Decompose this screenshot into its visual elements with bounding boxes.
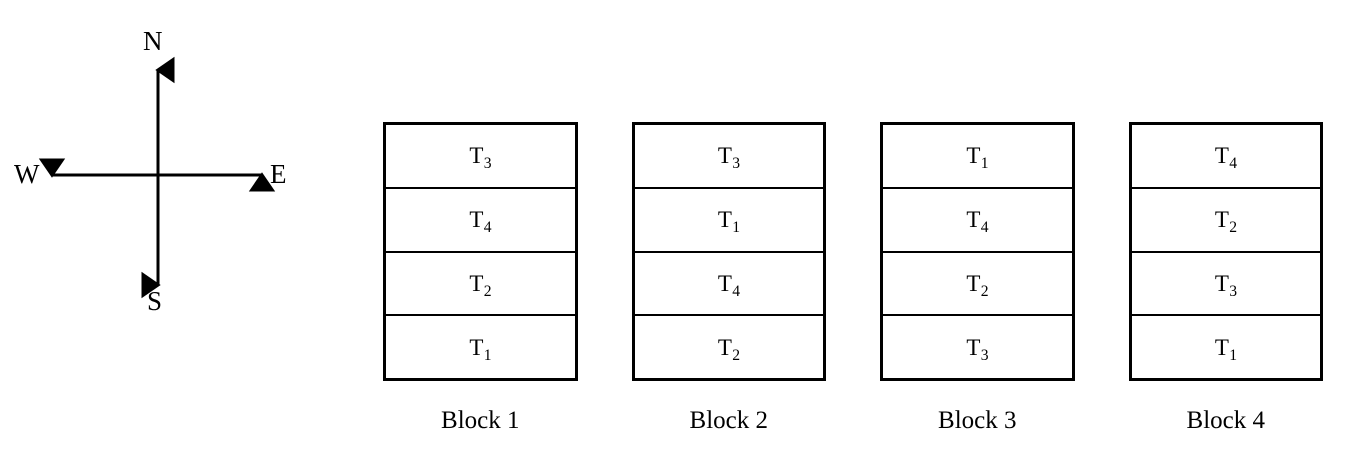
block-4-cell-1-symbol: T xyxy=(1214,143,1229,169)
block-4-cell-4: T1 xyxy=(1132,316,1321,378)
block-4-cell-2-symbol: T xyxy=(1214,207,1229,233)
block-1-cell-4-symbol: T xyxy=(469,334,484,360)
block-3-cell-3: T2 xyxy=(883,253,1072,317)
block-1-cell-4-subscript: 1 xyxy=(483,346,492,364)
block-2-cell-4-subscript: 2 xyxy=(732,346,740,364)
block-2-cell-3-symbol: T xyxy=(717,270,732,296)
block-3-cell-4-subscript: 3 xyxy=(980,346,989,364)
block-4-cell-1-subscript: 4 xyxy=(1229,155,1237,173)
block-3-cell-1: T1 xyxy=(883,125,1072,189)
block-1-cell-3: T2 xyxy=(386,253,575,317)
block-4-cell-3: T3 xyxy=(1131,253,1320,317)
block-2-cell-1-symbol: T xyxy=(717,143,732,169)
block-1-cell-1-symbol: T xyxy=(469,143,484,169)
block-3-table: T1 T4 T2 T3 xyxy=(880,122,1075,381)
block-1-cell-1: T3 xyxy=(386,125,575,189)
block-4: T4 T2 T3 T1 Block 4 xyxy=(1128,122,1323,434)
compass-label-east: E xyxy=(270,159,287,189)
block-2-caption: Block 2 xyxy=(689,407,768,434)
block-4-cell-3-symbol: T xyxy=(1214,270,1229,296)
compass-label-west: W xyxy=(14,159,40,189)
block-3-cell-3-symbol: T xyxy=(966,270,981,296)
block-1-cell-3-symbol: T xyxy=(469,270,484,296)
block-2-cell-1-subscript: 3 xyxy=(732,155,740,173)
block-2-cell-4-symbol: T xyxy=(717,334,732,360)
block-3-cell-4-symbol: T xyxy=(966,334,981,360)
compass-label-north: N xyxy=(143,26,163,56)
block-4-cell-2: T2 xyxy=(1131,189,1320,253)
block-1-cell-2-symbol: T xyxy=(469,207,484,233)
block-2: T3 T1 T4 T2 Block 2 xyxy=(631,122,826,434)
block-4-cell-4-subscript: 1 xyxy=(1229,346,1237,364)
block-layout-diagram: T3 T4 T2 T1 Block 1 T3 T1 T4 xyxy=(383,122,1323,434)
block-4-cell-4-symbol: T xyxy=(1214,334,1229,360)
block-2-cell-2: T1 xyxy=(634,189,823,253)
block-3-cell-4: T3 xyxy=(883,316,1072,378)
block-2-cell-1: T3 xyxy=(634,125,823,189)
block-4-cell-3-subscript: 3 xyxy=(1229,282,1237,300)
block-1-table: T3 T4 T2 T1 xyxy=(383,122,578,381)
block-1-caption: Block 1 xyxy=(441,407,520,434)
block-2-cell-2-subscript: 1 xyxy=(732,219,740,237)
block-3-cell-1-subscript: 1 xyxy=(980,155,989,173)
block-2-cell-3: T4 xyxy=(634,253,823,317)
block-2-table: T3 T1 T4 T2 xyxy=(631,122,826,381)
block-3-cell-3-subscript: 2 xyxy=(980,282,989,300)
block-1-cell-2: T4 xyxy=(386,189,575,253)
block-3-cell-2-subscript: 4 xyxy=(980,219,989,237)
block-3-caption: Block 3 xyxy=(938,407,1017,434)
block-1: T3 T4 T2 T1 Block 1 xyxy=(383,122,578,433)
block-2-cell-2-symbol: T xyxy=(717,207,732,233)
block-4-table: T4 T2 T3 T1 xyxy=(1128,122,1323,381)
block-1-cell-3-subscript: 2 xyxy=(483,282,492,300)
block-3-cell-2-symbol: T xyxy=(966,207,981,233)
block-1-cell-1-subscript: 3 xyxy=(483,155,492,173)
block-1-cell-2-subscript: 4 xyxy=(483,219,492,237)
compass-label-south: S xyxy=(147,286,163,316)
block-4-cell-1: T4 xyxy=(1131,125,1320,189)
block-3-cell-1-symbol: T xyxy=(966,143,981,169)
compass-axes-icon xyxy=(38,56,276,299)
block-2-cell-4: T2 xyxy=(635,316,824,378)
block-1-cell-4: T1 xyxy=(386,316,575,378)
block-2-cell-3-subscript: 4 xyxy=(732,282,740,300)
block-3: T1 T4 T2 T3 Block 3 xyxy=(880,122,1075,433)
compass-rose: N S W E xyxy=(0,0,320,340)
block-3-cell-2: T4 xyxy=(883,189,1072,253)
block-4-caption: Block 4 xyxy=(1186,407,1265,434)
block-4-cell-2-subscript: 2 xyxy=(1229,219,1237,237)
